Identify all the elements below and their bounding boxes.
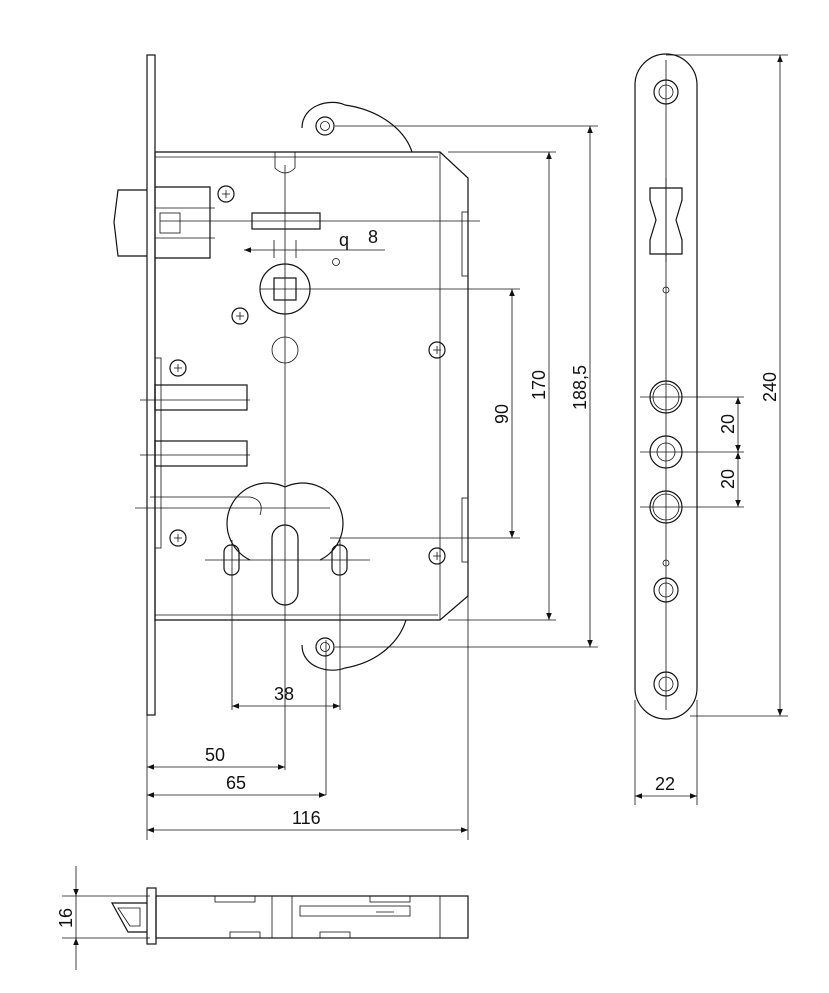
latch-opening [649, 187, 683, 255]
dim-240: 240 [760, 372, 780, 402]
dim-65: 65 [226, 773, 246, 793]
dim-20-lower: 20 [718, 469, 738, 489]
top-faceplate [146, 887, 157, 945]
dim-116: 116 [292, 808, 321, 828]
top-view: 16 [56, 866, 469, 970]
dim-188-5: 188,5 [570, 365, 590, 410]
dim-22: 22 [655, 774, 675, 794]
dim-38: 38 [274, 684, 294, 704]
dim-q-label: q [339, 230, 349, 250]
bottom-mounting-tab [301, 619, 407, 671]
dim-90: 90 [492, 404, 512, 424]
faceplate-view: 240 20 20 22 [634, 53, 788, 805]
top-latch [110, 902, 147, 933]
bottom-screw-hole [315, 637, 335, 657]
deadbolt-lower [154, 440, 248, 467]
top-mounting-tab [301, 101, 413, 153]
top-screw-hole [315, 116, 335, 136]
front-view: q 8 90 170 188,5 38 50 65 116 [113, 54, 598, 840]
dim-170: 170 [529, 370, 549, 400]
dim-8: 8 [368, 227, 378, 247]
top-case [155, 895, 469, 939]
case-screws [169, 185, 446, 565]
euro-cylinder-profile [271, 524, 299, 606]
faceplate-outline [634, 53, 698, 720]
dim-20-upper: 20 [718, 414, 738, 434]
dim-16: 16 [56, 908, 76, 928]
lock-case [154, 151, 469, 621]
cylinder-cutout [226, 482, 344, 561]
faceplate [146, 54, 156, 716]
deadbolt-upper [154, 384, 248, 411]
dim-50: 50 [205, 745, 225, 765]
latch-bolt [113, 189, 147, 257]
